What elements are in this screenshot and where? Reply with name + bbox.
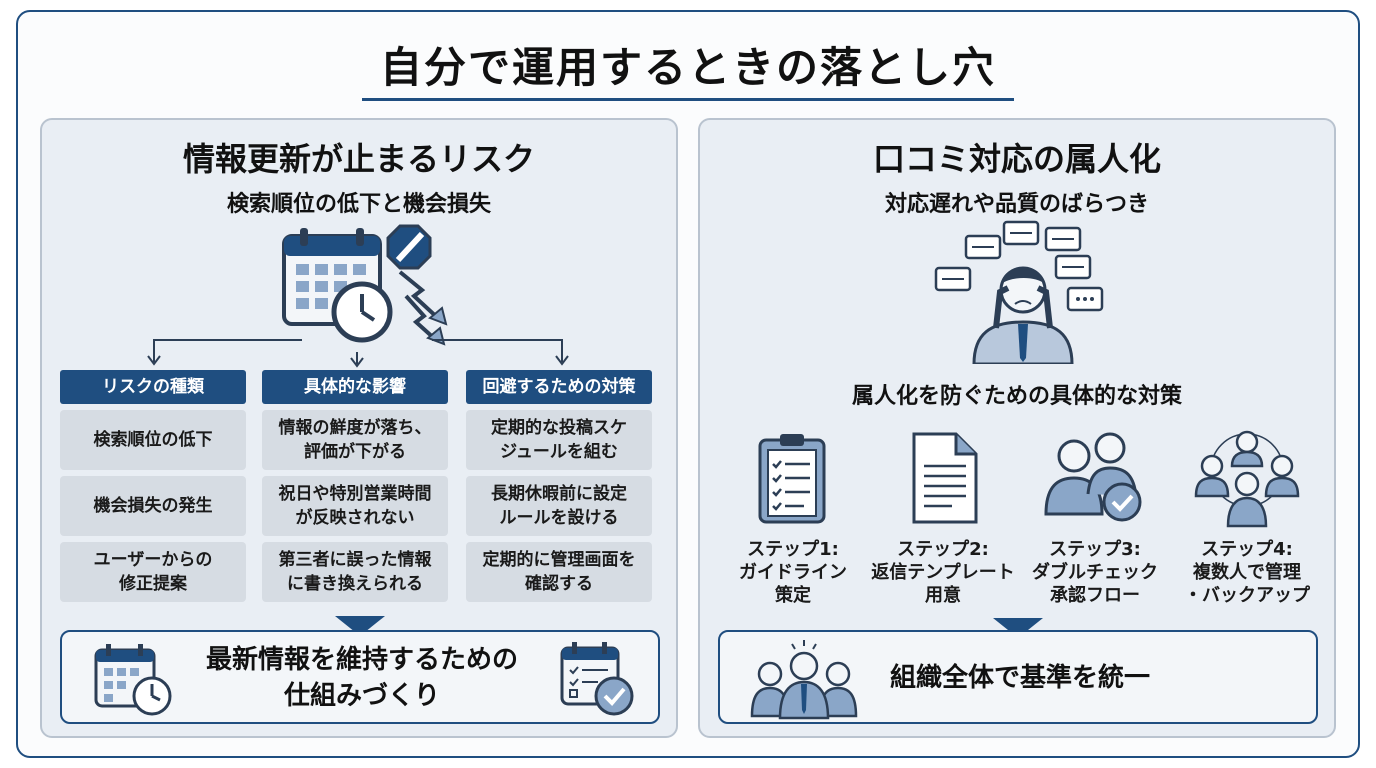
impact-cell: 情報の鮮度が落ち、 評価が下がる: [262, 410, 448, 470]
risk-cell: ユーザーからの 修正提案: [60, 542, 246, 602]
page-title: 自分で運用するときの落とし穴: [379, 43, 996, 92]
step-4-label: ステップ4: 複数人で管理 ・バックアップ: [1184, 539, 1310, 606]
checklist-approved-icon: [560, 642, 634, 716]
document-icon: [912, 432, 978, 524]
callout-unified-standards: 組織全体で基準を統一: [718, 630, 1318, 724]
column-header-risk-types: リスクの種類: [60, 370, 246, 404]
down-arrow-icon: [335, 616, 385, 636]
countermeasure-cell: 定期的に管理画面を 確認する: [466, 542, 652, 602]
calendar-clock-icon: [94, 644, 172, 716]
impact-cell: 祝日や特別営業時間 が反映されない: [262, 476, 448, 536]
title-underline: [362, 98, 1014, 101]
approval-people-icon: [1044, 432, 1142, 522]
panel-subheading: 対応遅れや品質のばらつき: [884, 192, 1149, 217]
panel-review-dependency: 口コミ対応の属人化 対応遅れや品質のばらつき 属人化を防ぐための具体的な対策: [698, 118, 1336, 738]
column-header-impact: 具体的な影響: [262, 370, 448, 404]
measures-title: 属人化を防ぐための具体的な対策: [851, 384, 1182, 409]
clipboard-checklist-icon: [758, 434, 826, 524]
step-1-label: ステップ1: ガイドライン 策定: [739, 539, 847, 606]
impact-cell: 第三者に誤った情報 に書き換えられる: [262, 542, 448, 602]
panel-heading: 情報更新が止まるリスク: [182, 140, 535, 178]
column-header-countermeasures: 回避するための対策: [466, 370, 652, 404]
panel-subheading: 検索順位の低下と機会損失: [226, 192, 491, 217]
team-icon: [1194, 430, 1300, 528]
panel-update-risk: 情報更新が止まるリスク 検索順位の低下と機会損失 リスクの種類 具体的な影響 回…: [40, 118, 678, 738]
step-2-label: ステップ2: 返信テンプレート 用意: [871, 539, 1015, 606]
calendar-stop-clock-icon: [282, 224, 448, 346]
callout-text: 最新情報を維持するための 仕組みづくり: [205, 645, 518, 711]
risk-cell: 機会損失の発生: [60, 476, 246, 536]
countermeasure-cell: 長期休暇前に設定 ルールを設ける: [466, 476, 652, 536]
countermeasure-cell: 定期的な投稿スケ ジュールを組む: [466, 410, 652, 470]
callout-text: 組織全体で基準を統一: [889, 663, 1150, 693]
callout-update-system: 最新情報を維持するための 仕組みづくり: [60, 630, 660, 724]
step-3-label: ステップ3: ダブルチェック 承認フロー: [1032, 539, 1158, 606]
organization-team-icon: [750, 640, 858, 720]
risk-cell: 検索順位の低下: [60, 410, 246, 470]
branch-connector: [147, 339, 569, 368]
stressed-person-icon: [934, 220, 1104, 364]
panel-heading: 口コミ対応の属人化: [872, 140, 1161, 178]
down-arrow-icon: [993, 618, 1043, 638]
